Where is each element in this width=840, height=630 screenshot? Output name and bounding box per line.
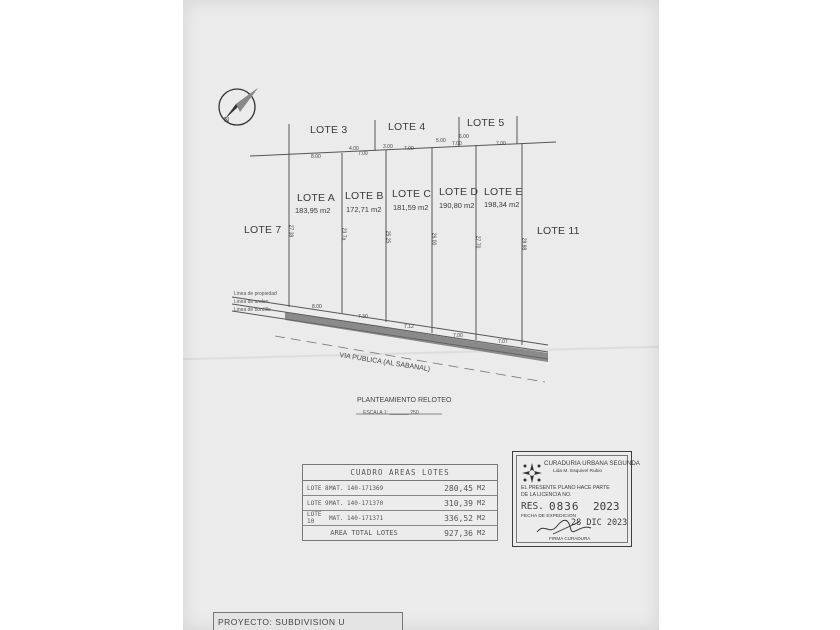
stamp-title: CURADURIA URBANA SEGUNDA xyxy=(544,460,640,467)
adjacent-lot-4: LOTE 4 xyxy=(388,121,426,133)
adjacent-lot-11: LOTE 11 xyxy=(537,225,580,237)
dimension-label: 7.00 xyxy=(404,146,414,152)
stamp-res-label: RES. xyxy=(521,501,544,512)
stamp-name: Lida M. Esquivel Rubio xyxy=(553,469,603,474)
dimension-label: 27.70 xyxy=(474,235,481,249)
dimension-label: 26.00 xyxy=(430,232,437,246)
dimension-label: 7.07 xyxy=(498,339,508,345)
dimension-label: 8.00 xyxy=(311,154,321,160)
curaduria-logo-icon xyxy=(522,463,542,483)
scale-label: ESCALA 1: _______ 250 xyxy=(363,410,419,416)
dimension-label: 28.88 xyxy=(520,237,527,251)
dimension-label: 7.00 xyxy=(358,151,368,157)
lot-b-name: LOTE B xyxy=(345,190,384,202)
total-label: AREA TOTAL LOTES xyxy=(330,529,398,537)
stamp-fecha-label: FECHA DE EXPEDICION xyxy=(521,514,576,519)
row-area: 310,39 xyxy=(444,498,473,508)
dimension-label: 7.30 xyxy=(358,314,368,320)
dimension-label: 7.12 xyxy=(404,324,414,330)
north-arrow-icon: N xyxy=(218,88,258,126)
stamp-firma: FIRMA CURADURA xyxy=(549,536,591,541)
table-title: CUADRO AREAS LOTES xyxy=(303,465,497,481)
table-row: LOTE 8 MAT. 140-171369 280,45 M2 xyxy=(303,481,497,496)
row-area: 280,45 xyxy=(444,483,473,493)
adjacent-lot-5: LOTE 5 xyxy=(467,117,505,129)
lot-a-area: 183,95 m2 xyxy=(295,206,331,215)
road-centerline xyxy=(274,335,546,383)
lot-d-area: 190,80 m2 xyxy=(439,201,475,210)
sidewalk-line-label: Linea de anden xyxy=(234,299,269,305)
plan-title: PLANTEAMIENTO RELOTEO xyxy=(357,397,452,404)
approval-stamp: CURADURIA URBANA SEGUNDA Lida M. Esquive… xyxy=(512,451,640,547)
kerb-hatch xyxy=(285,312,548,362)
row-mat: MAT. 140-171371 xyxy=(329,514,384,522)
dimension-label: 7.00 xyxy=(452,141,462,147)
signature-icon xyxy=(536,519,592,535)
adjacent-lot-7: LOTE 7 xyxy=(244,224,282,236)
row-unit: M2 xyxy=(477,499,486,507)
lot-b-area: 172,71 m2 xyxy=(346,205,382,214)
dimension-label: 7.00 xyxy=(453,333,463,339)
dimension-label: 27.39 xyxy=(287,224,294,238)
dimension-label: 6.00 xyxy=(459,134,469,140)
row-lot: LOTE 9 xyxy=(307,499,329,507)
top-boundary-line xyxy=(249,141,557,157)
row-mat: MAT. 140-171369 xyxy=(329,484,384,492)
total-value: 927,36 xyxy=(444,528,473,538)
kerb-line-label: Linea de bordillo xyxy=(234,307,271,313)
lot-e-area: 198,34 m2 xyxy=(484,200,520,209)
table-row: LOTE 9 MAT. 140-171370 310,39 M2 xyxy=(303,496,497,511)
row-mat: MAT. 140-171370 xyxy=(329,499,384,507)
row-unit: M2 xyxy=(477,484,486,492)
lot-a-name: LOTE A xyxy=(297,192,335,204)
total-unit: M2 xyxy=(477,529,486,537)
row-area: 336,52 xyxy=(444,513,473,523)
lot-areas-table: CUADRO AREAS LOTES LOTE 8 MAT. 140-17136… xyxy=(302,464,498,541)
stamp-res-year: 2023 xyxy=(593,500,620,513)
dimension-label: 4.00 xyxy=(349,146,359,152)
adjacent-lot-3: LOTE 3 xyxy=(310,124,348,136)
dimension-label: 5.00 xyxy=(436,138,446,144)
property-line-label: Linea de propiedad xyxy=(234,291,277,297)
table-row: LOTE 10 MAT. 140-171371 336,52 M2 xyxy=(303,511,497,526)
row-unit: M2 xyxy=(477,514,486,522)
row-lot: LOTE 10 xyxy=(307,511,322,525)
row-lot: LOTE 8 xyxy=(307,484,329,492)
dimension-label: 8.00 xyxy=(312,304,322,310)
dimension-label: 3.00 xyxy=(383,144,393,150)
lot-e-name: LOTE E xyxy=(484,186,523,198)
dimension-label: 7.00 xyxy=(496,141,506,147)
dimension-label: 23.7a xyxy=(340,227,347,241)
stamp-line1: EL PRESENTE PLANO HACE PARTE xyxy=(521,485,610,491)
lot-c-area: 181,59 m2 xyxy=(393,203,429,212)
stamp-line2: DE LA LICENCIA NO. xyxy=(521,492,572,498)
dimension-label: 25.25 xyxy=(384,230,391,244)
lot-c-name: LOTE C xyxy=(392,188,432,200)
svg-text:N: N xyxy=(224,117,229,124)
stamp-date: 28 DIC 2023 xyxy=(571,518,628,528)
stamp-res-number: 0836 xyxy=(549,500,580,513)
table-total-row: AREA TOTAL LOTES 927,36 M2 xyxy=(303,526,497,540)
lot-d-name: LOTE D xyxy=(439,186,479,198)
project-title-block: PROYECTO: SUBDIVISION U xyxy=(213,612,403,630)
